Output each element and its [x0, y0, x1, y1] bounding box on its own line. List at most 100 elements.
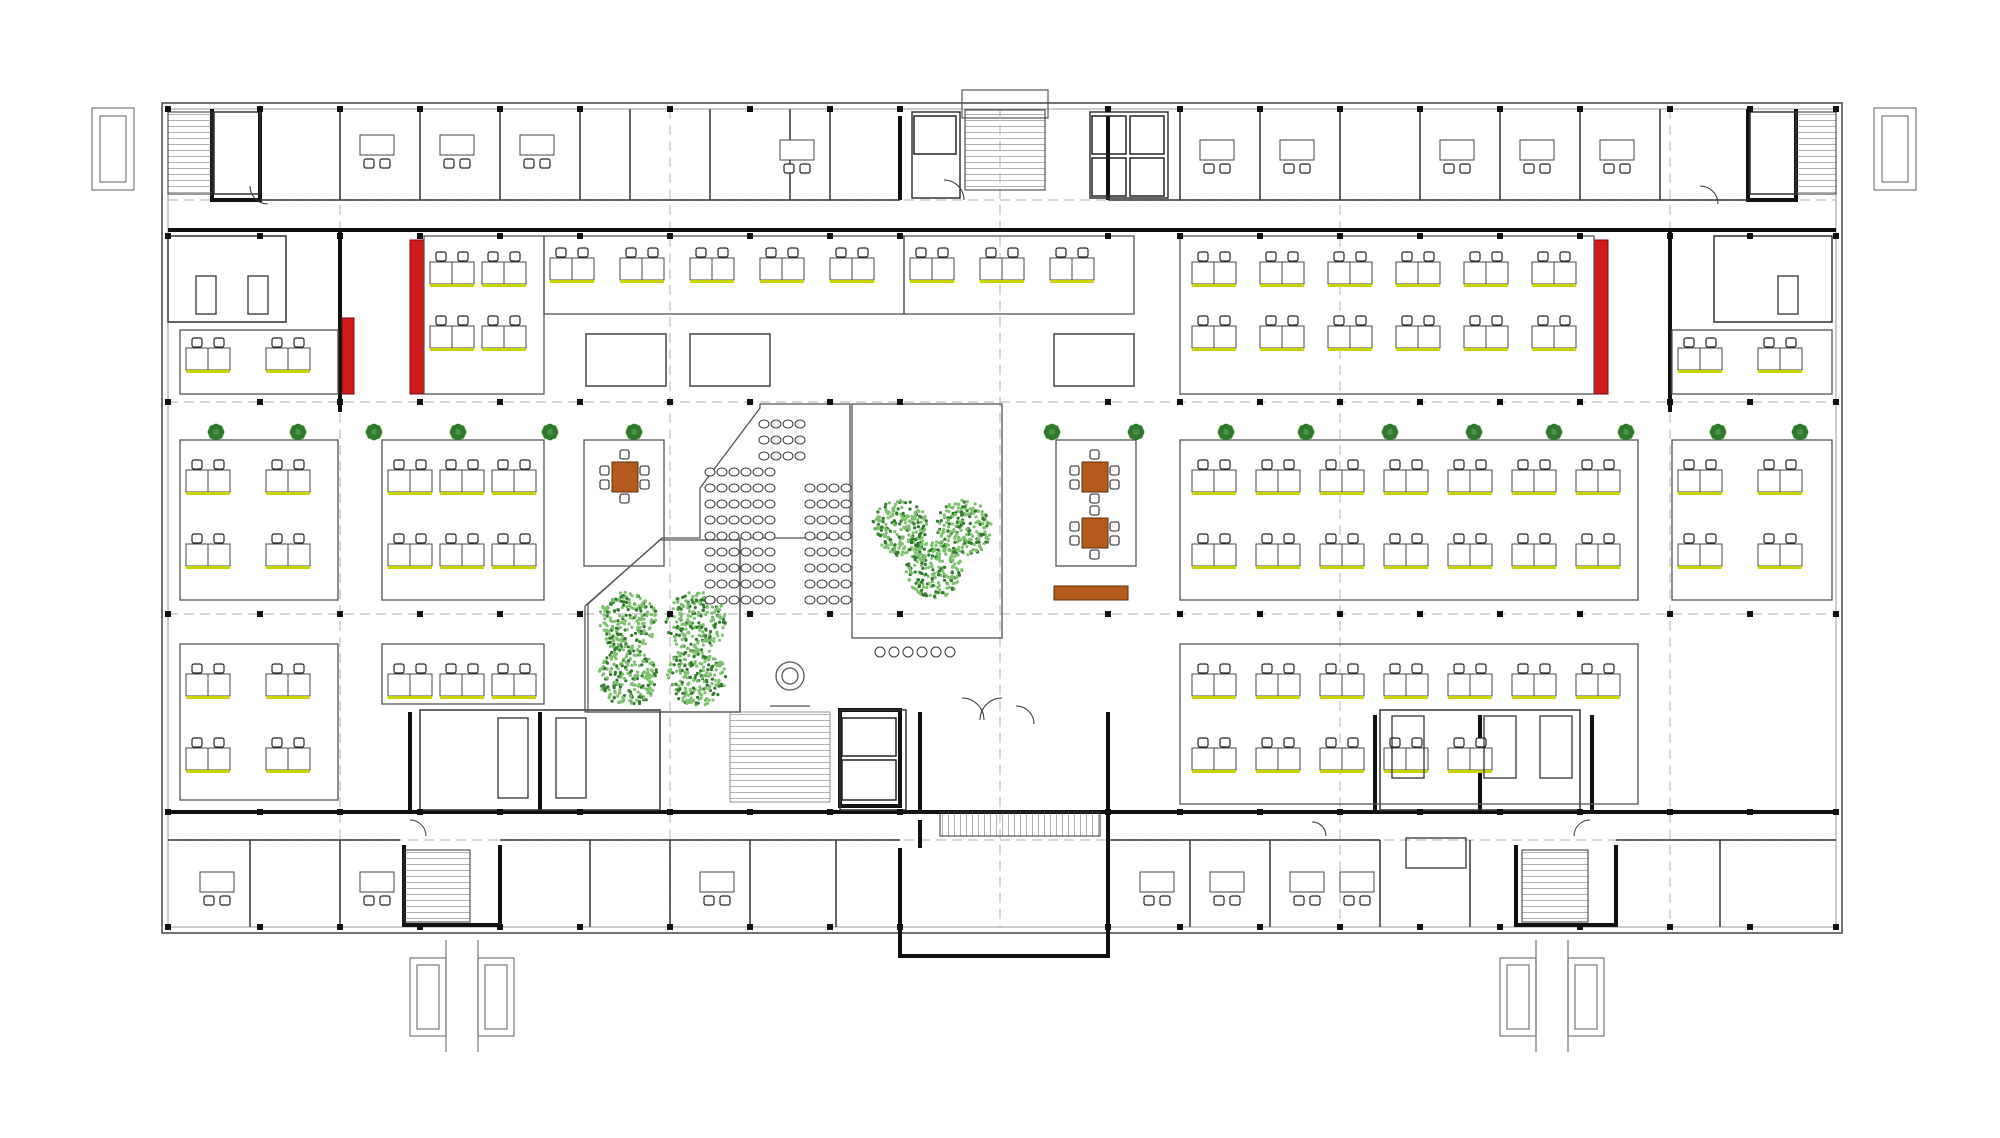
chair-icon	[875, 647, 885, 657]
tree-leaf	[971, 535, 974, 538]
tree-leaf	[711, 682, 714, 685]
tree-leaf	[923, 515, 926, 518]
tree-leaf	[925, 523, 928, 526]
desk-pod-icon	[1678, 338, 1722, 373]
tree-leaf	[630, 664, 633, 667]
tree-leaf	[616, 608, 619, 611]
desk-strip	[1192, 566, 1236, 569]
tree-leaf	[909, 548, 912, 551]
chair-icon	[718, 248, 728, 257]
exterior-planters	[92, 108, 1916, 1052]
chair-icon	[1284, 534, 1294, 543]
chair-icon	[520, 460, 530, 469]
tree-leaf	[938, 588, 941, 591]
tree-leaf	[696, 696, 699, 699]
desk-pod-icon	[186, 738, 230, 773]
tree-leaf	[918, 558, 921, 561]
tree-leaf	[631, 682, 634, 685]
tree-leaf	[927, 566, 930, 569]
chair-icon	[1326, 664, 1336, 673]
column	[337, 233, 343, 239]
tree-leaf	[712, 657, 715, 660]
tree-leaf	[698, 629, 701, 632]
chair-icon	[394, 664, 404, 673]
tree-leaf	[947, 548, 950, 551]
tree-leaf	[916, 548, 919, 551]
desk-strip	[1678, 566, 1722, 569]
desk-pod-icon	[1396, 252, 1440, 287]
desk-pod-icon	[1532, 252, 1576, 287]
chair-icon	[1540, 534, 1550, 543]
tree-leaf	[689, 700, 692, 703]
meeting-table-icon	[612, 462, 638, 492]
tree-leaf	[888, 510, 891, 513]
tree-leaf	[711, 678, 714, 681]
tree-leaf	[686, 671, 689, 674]
desk-pod-icon	[266, 460, 310, 495]
tree-leaf	[551, 425, 557, 431]
tree-leaf	[938, 584, 941, 587]
chair-icon	[468, 534, 478, 543]
column	[497, 399, 503, 405]
tree-leaf	[696, 592, 699, 595]
desk-pod-icon	[1448, 534, 1492, 569]
tree-leaf	[698, 662, 701, 665]
desk-strip	[1678, 492, 1722, 495]
tree-leaf	[919, 528, 922, 531]
tree-leaf	[629, 695, 632, 698]
tree-leaf	[910, 518, 913, 521]
chair-icon	[1334, 252, 1344, 261]
tree-leaf	[614, 671, 617, 674]
tree-leaf	[645, 675, 648, 678]
tree-leaf	[925, 594, 928, 597]
column	[165, 106, 171, 112]
chair-icon	[1110, 480, 1119, 489]
tree-leaf	[644, 642, 647, 645]
tree-leaf	[916, 554, 919, 557]
tree-icon	[1044, 424, 1061, 441]
chair-icon	[705, 484, 715, 492]
tree-leaf	[928, 594, 931, 597]
chair-icon	[795, 452, 805, 460]
chair-icon	[841, 500, 851, 508]
tree-leaf	[930, 543, 933, 546]
tree-leaf	[1627, 425, 1633, 431]
desk-pod-icon	[1464, 316, 1508, 351]
desk-pod-icon	[1758, 338, 1802, 373]
tree-leaf	[949, 534, 952, 537]
desk-strip	[1328, 348, 1372, 351]
chair-icon	[765, 564, 775, 572]
tree-leaf	[708, 655, 711, 658]
tree-leaf	[683, 694, 686, 697]
tree-leaf	[688, 591, 691, 594]
meeting-table-icon	[1082, 462, 1108, 492]
column	[497, 924, 503, 930]
tree-leaf	[707, 658, 710, 661]
tree-leaf	[908, 528, 911, 531]
tree-leaf	[705, 680, 708, 683]
desk-pod-icon	[1256, 534, 1300, 569]
chair-icon	[931, 647, 941, 657]
column	[1177, 399, 1183, 405]
chair-icon	[468, 460, 478, 469]
tree-leaf	[917, 525, 920, 528]
desk-pod-icon	[1192, 460, 1236, 495]
tree-leaf	[901, 518, 904, 521]
desk-pod-icon	[1320, 460, 1364, 495]
column	[165, 399, 171, 405]
column	[897, 399, 903, 405]
tree-leaf	[943, 513, 946, 516]
tree-leaf	[956, 580, 959, 583]
tree-leaf	[872, 520, 875, 523]
tree-leaf	[877, 520, 880, 523]
tree-leaf	[613, 690, 616, 693]
chair-icon	[945, 647, 955, 657]
desk	[1280, 140, 1314, 160]
desk	[1600, 140, 1634, 160]
tree-leaf	[952, 551, 955, 554]
desk-strip	[1758, 566, 1802, 569]
tree-leaf	[943, 538, 946, 541]
column	[747, 809, 753, 815]
desk-pod-icon	[550, 248, 594, 283]
chair-icon	[1284, 164, 1294, 173]
